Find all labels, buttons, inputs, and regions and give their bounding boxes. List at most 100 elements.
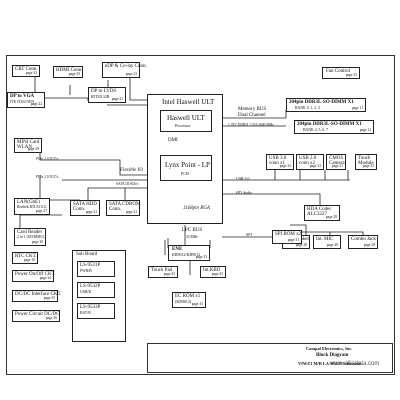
dimm1-page: page 11 — [351, 106, 363, 110]
cmos-camera-block: CMOS Camera page 21 — [326, 154, 346, 170]
sata-cdrom-sub: Conn. — [109, 207, 122, 212]
power-circuit-title: Power Circuit DC/DC — [15, 312, 60, 317]
dp-to-vga-chip: ITE IT6515FN — [10, 99, 35, 104]
hdmi-conn-block: HDMI Conn. page 33 — [53, 66, 83, 78]
touch-module-title: Touch — [358, 156, 371, 161]
sheet-title: Block Diagram — [316, 353, 349, 358]
dimm2-bank: BANK 4, 5, 6, 7 — [303, 128, 328, 132]
power-onoff-title: Power On/Off CKT. — [15, 272, 56, 277]
ene-ec-page: page 33 — [195, 255, 207, 259]
usb20-page: page 32 — [309, 164, 321, 168]
dimm1-title: 204pin DDR3L-SO-DIMM X1 — [289, 100, 354, 105]
lynx-point-title: Lynx Point - LP — [165, 161, 210, 169]
combo-jack-block: Combo Jack page 28 — [348, 235, 378, 249]
sata-hdd-page: page 31 — [85, 210, 97, 214]
dcdc-interface-block: DC/DC Interface CKT. page 35 — [12, 290, 62, 302]
hdmi-conn-title: HDMI Conn. — [56, 68, 83, 73]
rtc-block: RTC CKT. page 10 — [12, 252, 38, 264]
card-reader-title: Card Reader — [17, 230, 43, 235]
lan-page: page 27 — [35, 209, 47, 213]
usb30-block: USB 3.0 conn x1 page 32 — [266, 154, 294, 170]
power-circuit-block: Power Circuit DC/DC page 36 — [12, 310, 60, 322]
hd-audio-bus-label: HD Audio — [236, 190, 253, 195]
usb30-page: page 32 — [279, 164, 291, 168]
lan-block: LAN(GbE) Realtek RTL8111G page 27 — [14, 198, 50, 215]
haswell-processor-sub: Processor — [175, 123, 191, 128]
int-kbd-page: page 33 — [211, 272, 223, 276]
dimm2-block: 204pin DDR3L-SO-DIMM X1 BANK 4, 5, 6, 7 … — [294, 120, 374, 134]
dp-to-lvds-title: DP to LVDS — [91, 89, 117, 94]
fan-control-block: Fan Control page 33 — [322, 67, 360, 79]
sheet-frame — [6, 55, 395, 375]
dimm2-page: page 12 — [359, 128, 371, 132]
lan-title: LAN(GbE) — [17, 200, 40, 205]
spi-rom-page: page 31 — [287, 238, 299, 242]
dcdc-interface-page: page 35 — [43, 296, 55, 300]
rtc-title: RTC CKT. — [15, 254, 37, 259]
touch-pad-block: Touch Pad page 33 — [148, 266, 178, 278]
sub-board-block: Sub Board LS-9531P PWR/B LS-9532P USB/B … — [72, 250, 126, 342]
rtc-page: page 10 — [23, 258, 35, 262]
card-reader-block: Card Reader 2 in 1 (SD/MMC) page 30 — [14, 228, 46, 246]
combo-jack-page: page 28 — [363, 243, 375, 247]
intel-haswell-ult-block: Intel Haswell ULT Haswell ULT Processor … — [147, 94, 223, 224]
hda-codec-chip: ALC3227 — [307, 212, 327, 217]
sata-cdrom-title: SATA CDROM — [109, 202, 141, 207]
lan-chip: Realtek RTL8111G — [17, 205, 47, 209]
power-onoff-block: Power On/Off CKT. page 34 — [12, 270, 56, 282]
int-kbd-title: Int.KBD — [203, 268, 221, 273]
sub-board-usb-title: LS-9532P — [80, 284, 101, 289]
usb20-title: USB 2.0 — [299, 156, 317, 161]
spi-rom-title: SPI ROM x2 — [275, 232, 302, 237]
power-onoff-page: page 34 — [39, 276, 51, 280]
touch-module-sub: Module — [358, 161, 374, 166]
spi-bus-label: SPI — [246, 232, 252, 237]
ene-ec-chip: KB9012/KB9012 — [172, 252, 201, 257]
mini-card-page: page 29 — [27, 147, 39, 151]
flexible-io-label: Flexible IO — [120, 168, 143, 173]
title-block: Compal Electronics, Inc. Block Diagram V… — [147, 343, 393, 373]
touch-pad-page: page 33 — [163, 272, 175, 276]
touch-pad-title: Touch Pad — [151, 268, 173, 273]
usb30-title: USB 3.0 — [269, 156, 287, 161]
edp-conn-title: eDP & Co-lay Conn. — [105, 64, 147, 69]
power-circuit-page: page 36 — [45, 316, 57, 320]
dimm2-title: 204pin DDR3L-SO-DIMM X1 — [297, 122, 362, 127]
hdmi-conn-page: page 33 — [68, 72, 80, 76]
mini-card-block: MINI Card WLAN page 29 — [14, 138, 42, 153]
ec-rom-block: EC ROM x1 (KB9012) page 33 — [172, 292, 206, 308]
sata-hdd-sub: Conn. — [73, 207, 86, 212]
memory-bus-label: Memory BUS — [238, 107, 267, 112]
dp-to-lvds-block: DP to LVDS RTD2132R page 21 — [88, 87, 126, 103]
ene-ec-title: ENE — [172, 247, 183, 252]
memory-detail-label: 1.35V DDR3L 1333/1600 MHz — [228, 123, 274, 127]
fan-control-page: page 33 — [345, 73, 357, 77]
pcie2-label: PCIe 2.0 5GT/s — [36, 175, 59, 179]
dp-to-lvds-page: page 21 — [111, 97, 123, 101]
edp-conn-page: page 23 — [125, 72, 137, 76]
watermark: www.allicdata.com — [330, 361, 380, 367]
hda-codec-page: page 28 — [325, 215, 337, 219]
sub-board-pwr: LS-9531P PWR/B — [77, 261, 115, 277]
touch-module-block: Touch Module page 33 — [355, 154, 377, 170]
int-speaker-page: page 28 — [295, 243, 307, 247]
cmos-camera-title: CMOS — [329, 156, 344, 161]
sub-board-title: Sub Board — [76, 252, 98, 257]
dp-to-vga-page: page 22 — [30, 102, 42, 106]
card-reader-sub: 2 in 1 (SD/MMC) — [17, 235, 45, 239]
haswell-processor-title: Haswell ULT — [167, 114, 205, 122]
dcdc-interface-title: DC/DC Interface CKT. — [15, 292, 62, 297]
crt-conn-block: CRT Conn. page 33 — [12, 65, 40, 77]
sub-board-pwr-sub: PWR/B — [80, 269, 92, 273]
sata-cdrom-page: page 31 — [125, 210, 137, 214]
sub-board-usb: LS-9532P USB/B — [77, 282, 115, 298]
hda-codec-title: HDA Codec — [307, 207, 332, 212]
usb20-sub: conn x2 — [299, 161, 315, 166]
ec-rom-title: EC ROM x1 — [175, 294, 201, 299]
lynx-point-sub: PCH — [181, 171, 189, 176]
dp-to-vga-title: DP to VGA — [10, 94, 35, 99]
company-name: Compal Electronics, Inc. — [306, 346, 353, 351]
bga-label: 1168pin BGA — [183, 206, 210, 211]
int-mic-block: Int. MIC page 28 — [313, 235, 341, 249]
